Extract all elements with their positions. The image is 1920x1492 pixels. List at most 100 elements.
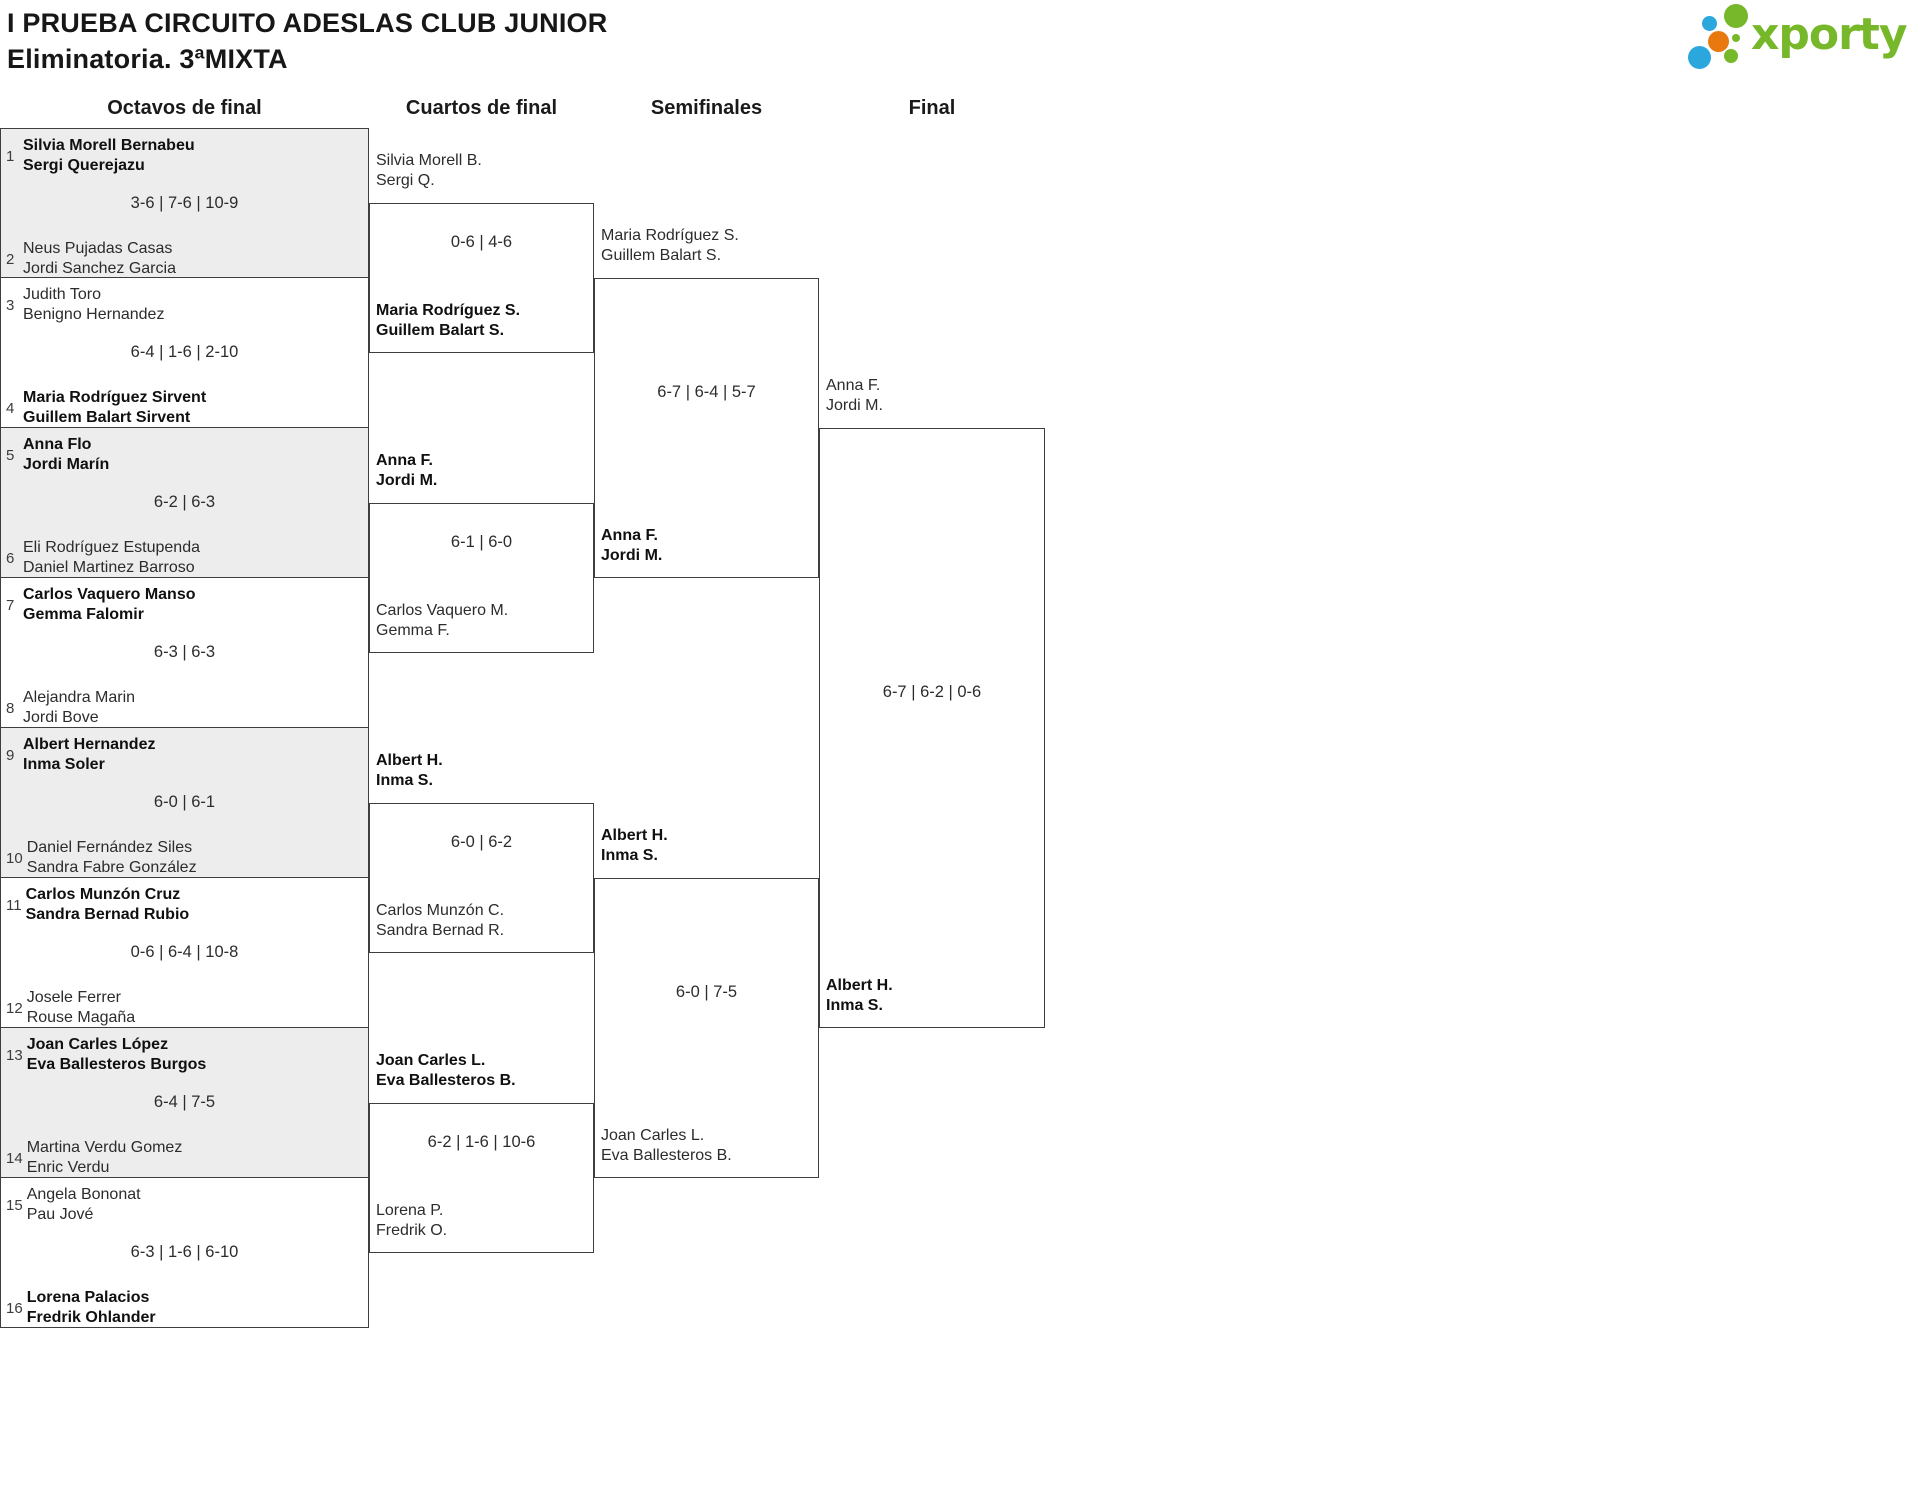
seed-number: 14 <box>6 1149 23 1167</box>
page-title-line2: Eliminatoria. 3ªMIXTA <box>7 44 288 74</box>
qf-match-3: 6-0 | 6-2 <box>369 803 594 953</box>
seed-number: 8 <box>6 699 15 717</box>
team-label: Maria Rodríguez S.Guillem Balart S. <box>376 302 521 339</box>
seed-number: 12 <box>6 999 23 1017</box>
team-label: Albert H.Inma S. <box>376 752 443 789</box>
seed-number: 6 <box>6 549 15 567</box>
page-title-line1: I PRUEBA CIRCUITO ADESLAS CLUB JUNIOR <box>7 8 608 38</box>
team-label: Lorena P.Fredrik O. <box>376 1202 448 1239</box>
seed-number: 3 <box>6 296 15 314</box>
page-title: I PRUEBA CIRCUITO ADESLAS CLUB JUNIOR El… <box>7 5 607 77</box>
team-label: Joan Carles L.Eva Ballesteros B. <box>601 1127 732 1164</box>
seed-number: 15 <box>6 1196 23 1214</box>
seed-number: 2 <box>6 250 15 268</box>
match-score: 6-2 | 6-3 <box>153 493 216 511</box>
qf-match-1: 0-6 | 4-6 <box>369 203 594 353</box>
team-label: Albert H.Inma S. <box>601 827 668 864</box>
team-label: Carlos Munzón C.Sandra Bernad R. <box>376 902 505 939</box>
logo-dot-blue-large <box>1688 46 1711 69</box>
team-label: Joan Carles L.Eva Ballesteros B. <box>376 1052 516 1089</box>
round-header-2: Cuartos de final <box>405 97 558 119</box>
seed-number: 11 <box>6 896 22 914</box>
match-score: 6-3 | 1-6 | 6-10 <box>130 1243 239 1261</box>
match-score: 6-1 | 6-0 <box>450 533 513 551</box>
match-score: 0-6 | 6-4 | 10-8 <box>130 943 239 961</box>
round-header-3: Semifinales <box>650 97 763 119</box>
final-match-1: 6-7 | 6-2 | 0-6 <box>819 428 1045 1028</box>
logo-dot-blue-small <box>1702 16 1717 31</box>
round-header-4: Final <box>908 97 956 119</box>
match-score: 0-6 | 4-6 <box>450 233 513 251</box>
match-score: 6-0 | 6-2 <box>450 833 513 851</box>
seed-number: 16 <box>6 1299 23 1317</box>
seed-number: 9 <box>6 746 15 764</box>
qf-match-4: 6-2 | 1-6 | 10-6 <box>369 1103 594 1253</box>
qf-match-2: 6-1 | 6-0 <box>369 503 594 653</box>
match-score: 6-0 | 7-5 <box>675 983 738 1001</box>
team-label: Carlos Vaquero M.Gemma F. <box>376 602 509 639</box>
match-score: 6-3 | 6-3 <box>153 643 216 661</box>
seed-number: 10 <box>6 849 23 867</box>
team-label: Anna F.Jordi M. <box>826 377 883 414</box>
logo-wordmark: xporty <box>1751 9 1908 60</box>
logo-dot-green-small <box>1724 49 1738 63</box>
logo-dot-orange <box>1708 31 1729 52</box>
team-label: Albert H.Inma S. <box>826 977 893 1014</box>
logo-dot-green-tiny <box>1732 34 1740 42</box>
seed-number: 4 <box>6 399 15 417</box>
match-score: 6-0 | 6-1 <box>153 793 216 811</box>
team-label: Anna F.Jordi M. <box>376 452 438 489</box>
sf-match-2: 6-0 | 7-5 <box>594 878 819 1178</box>
seed-number: 7 <box>6 596 15 614</box>
seed-number: 13 <box>6 1046 23 1064</box>
round-header-1: Octavos de final <box>107 97 262 119</box>
match-score: 6-2 | 1-6 | 10-6 <box>427 1133 536 1151</box>
team-label: Anna F.Jordi M. <box>601 527 663 564</box>
match-score: 6-4 | 1-6 | 2-10 <box>130 343 239 361</box>
xporty-logo[interactable]: xporty <box>1680 2 1918 74</box>
team-label: Silvia Morell B.Sergi Q. <box>376 152 482 189</box>
match-score: 6-4 | 7-5 <box>153 1093 216 1111</box>
match-score: 6-7 | 6-2 | 0-6 <box>882 683 982 701</box>
seed-number: 1 <box>6 147 15 165</box>
seed-number: 5 <box>6 446 15 464</box>
